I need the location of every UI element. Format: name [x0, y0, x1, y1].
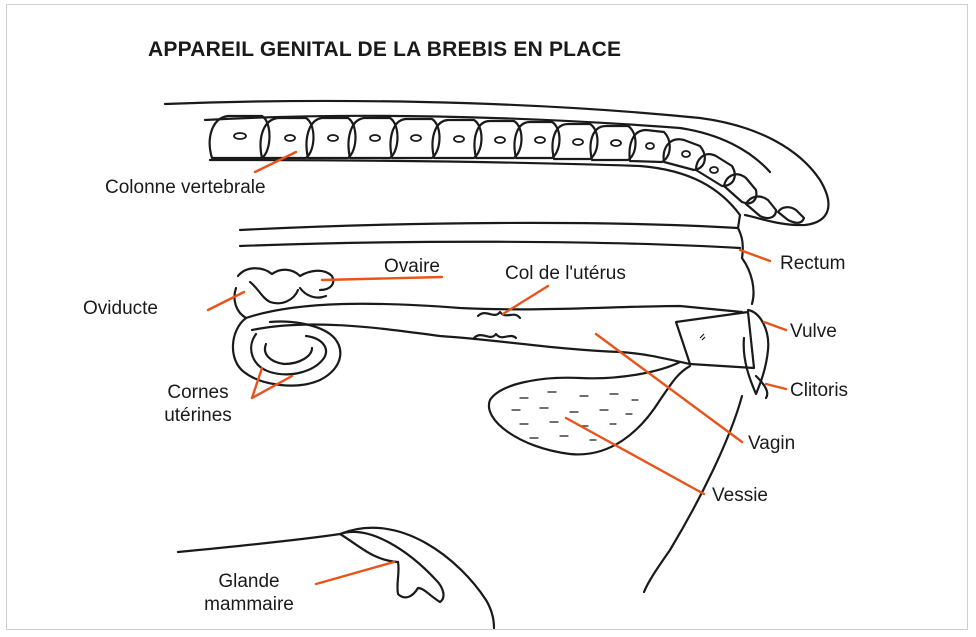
label-colonne-vertebrale: Colonne vertebrale [105, 176, 266, 199]
label-cornes-line2: utérines [148, 404, 248, 427]
leader-vulve [764, 322, 786, 330]
vagina-mark [700, 334, 705, 340]
rectum-end [738, 228, 754, 304]
oviduct-2 [250, 282, 298, 303]
label-vulve: Vulve [790, 320, 837, 343]
bladder-stipple [512, 392, 638, 440]
leader-vagin [596, 334, 742, 442]
label-vagin: Vagin [748, 432, 795, 455]
label-clitoris: Clitoris [790, 379, 848, 402]
rectum-top [240, 223, 738, 230]
leader-rectum [740, 250, 770, 261]
vertebrae [210, 116, 804, 223]
udder-top [178, 534, 398, 562]
label-glande-line2: mammaire [186, 593, 312, 616]
ovary [238, 268, 333, 290]
udder-side [340, 532, 443, 602]
spine-band-bottom [210, 160, 740, 228]
spine-band-top [205, 116, 770, 172]
label-col-uterus: Col de l'utérus [505, 262, 626, 285]
belly [340, 528, 494, 628]
leader-clitoris [766, 384, 786, 389]
rectum-bottom [240, 242, 740, 248]
label-vessie: Vessie [712, 484, 768, 507]
cervix-folds [474, 312, 520, 338]
leader-oviducte [208, 292, 244, 310]
vagina-box [676, 312, 754, 368]
leader-lines [208, 152, 786, 584]
leader-glande [316, 562, 394, 584]
label-cornes: Cornes utérines [148, 381, 248, 427]
label-rectum: Rectum [780, 252, 845, 275]
label-glande-line1: Glande [186, 570, 312, 593]
uterus-bottom [252, 324, 690, 364]
horn-outer [233, 318, 340, 386]
label-glande-mammaire: Glande mammaire [186, 570, 312, 616]
label-oviducte: Oviducte [83, 297, 158, 320]
label-ovaire: Ovaire [384, 255, 440, 278]
label-cornes-line1: Cornes [148, 381, 248, 404]
horn-inner [265, 344, 312, 364]
bladder [489, 362, 690, 454]
